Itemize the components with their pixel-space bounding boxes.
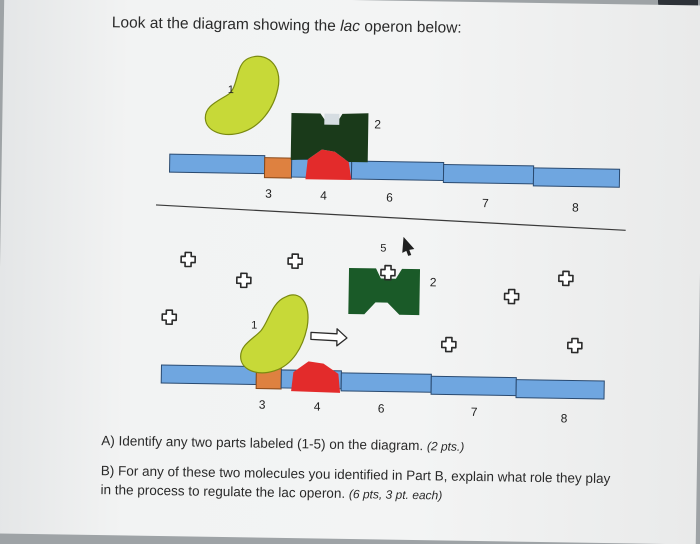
bound-inducer-icon bbox=[380, 264, 396, 281]
bottom-diagram: 5 2 1 3 4 6 7 8 bbox=[160, 236, 605, 425]
top-label-6: 6 bbox=[386, 191, 393, 205]
bottom-label-3: 3 bbox=[259, 398, 266, 412]
inducer-icon bbox=[161, 309, 178, 326]
top-diagram: 1 2 3 4 6 7 8 bbox=[169, 55, 621, 215]
inducer-icon bbox=[557, 270, 574, 287]
bottom-label-7: 7 bbox=[471, 405, 478, 419]
top-operator bbox=[305, 149, 352, 181]
bottom-label-1: 1 bbox=[251, 319, 257, 331]
bottom-operator bbox=[291, 361, 341, 393]
top-label-2: 2 bbox=[374, 117, 381, 131]
bottom-label-2: 2 bbox=[430, 275, 437, 289]
bottom-label-5: 5 bbox=[380, 242, 386, 254]
bottom-label-4: 4 bbox=[314, 399, 321, 413]
cursor-arrow-icon bbox=[402, 236, 415, 256]
bottom-polymerase bbox=[240, 294, 309, 374]
inducer-icon bbox=[566, 337, 583, 354]
top-repressor-site bbox=[324, 113, 340, 125]
top-label-4: 4 bbox=[320, 189, 327, 203]
bottom-label-8: 8 bbox=[561, 411, 568, 425]
inducer-icon bbox=[440, 336, 457, 353]
bottom-repressor bbox=[348, 267, 421, 316]
top-label-7: 7 bbox=[482, 196, 489, 210]
top-promoter bbox=[263, 157, 293, 179]
question-b-points: (6 pts, 3 pt. each) bbox=[348, 487, 443, 503]
transcription-arrow-icon bbox=[310, 328, 348, 347]
bottom-dna-strand bbox=[160, 364, 605, 400]
inducer-icon bbox=[180, 251, 197, 268]
top-label-8: 8 bbox=[572, 200, 579, 214]
top-dna-strand bbox=[169, 153, 621, 188]
question-a-points: (2 pts.) bbox=[426, 439, 465, 454]
top-label-1: 1 bbox=[228, 84, 234, 96]
top-repressor bbox=[290, 113, 369, 163]
inducer-icon bbox=[287, 253, 304, 270]
top-polymerase bbox=[204, 55, 280, 136]
inducer-icon bbox=[503, 288, 520, 305]
top-label-3: 3 bbox=[265, 187, 272, 201]
bottom-label-6: 6 bbox=[378, 401, 385, 415]
divider-line bbox=[155, 204, 626, 231]
inducer-icon bbox=[235, 272, 252, 289]
